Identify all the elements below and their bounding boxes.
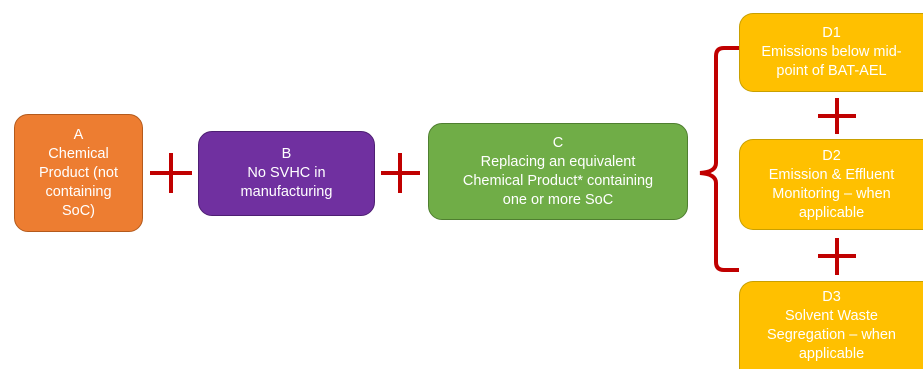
box-d2-monitoring: D2 Emission & Effluent Monitoring – when… bbox=[739, 139, 923, 230]
box-b-line: No SVHC in bbox=[247, 165, 326, 181]
box-a-line: SoC) bbox=[61, 202, 96, 219]
box-c-line: C bbox=[552, 134, 564, 151]
box-d2-line: applicable bbox=[798, 204, 865, 221]
box-a-line: Product (not bbox=[39, 164, 118, 181]
plus-icon-d2d3 bbox=[818, 238, 856, 275]
box-d2-line: D2 bbox=[822, 147, 841, 164]
box-b-line: manufacturing bbox=[240, 184, 333, 200]
box-c-line: one or more SoC bbox=[502, 191, 614, 208]
box-b-no-svhc: B No SVHC in manufacturing bbox=[198, 131, 375, 216]
box-d1-line: D1 bbox=[822, 25, 841, 41]
box-a-line: A bbox=[73, 126, 84, 143]
box-b-line: B bbox=[281, 146, 292, 162]
box-d1-line: point of BAT-AEL bbox=[776, 63, 887, 79]
box-d3-line: D3 bbox=[822, 288, 841, 305]
box-a-chemical-product: A Chemical Product (not containing SoC) bbox=[14, 114, 143, 232]
box-d2-line: Monitoring – when bbox=[772, 185, 891, 202]
box-d3-line: Segregation – when bbox=[767, 326, 896, 343]
box-d1-line: Emissions below mid- bbox=[761, 44, 902, 60]
box-a-line: Chemical bbox=[48, 145, 109, 162]
curly-bracket bbox=[699, 46, 739, 272]
plus-icon-ab bbox=[150, 153, 192, 193]
box-c-line: Replacing an equivalent bbox=[480, 153, 636, 170]
plus-icon-d1d2 bbox=[818, 98, 856, 134]
box-d3-line: applicable bbox=[798, 345, 865, 362]
box-c-line: Chemical Product* containing bbox=[462, 172, 654, 189]
box-d3-line: Solvent Waste bbox=[785, 307, 878, 324]
box-a-line: containing bbox=[45, 183, 112, 200]
box-d2-line: Emission & Effluent bbox=[768, 166, 895, 183]
box-d1-emissions: D1 Emissions below mid- point of BAT-AEL bbox=[739, 13, 923, 92]
box-c-replacing: C Replacing an equivalent Chemical Produ… bbox=[428, 123, 688, 220]
plus-icon-bc bbox=[381, 153, 420, 193]
box-d3-solvent-waste: D3 Solvent Waste Segregation – when appl… bbox=[739, 281, 923, 369]
